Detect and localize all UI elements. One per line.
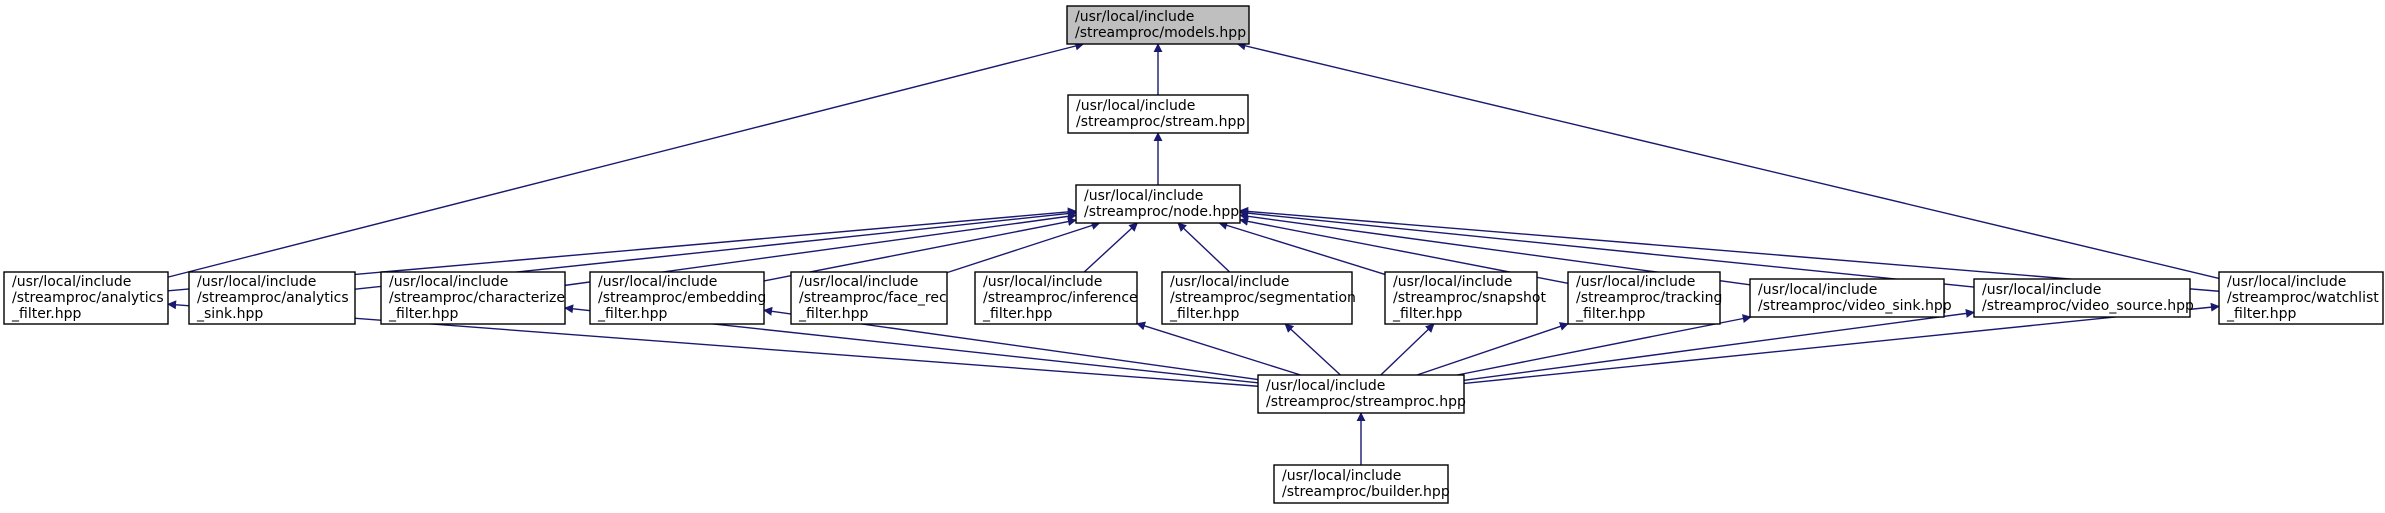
node-label-line: /usr/local/include: [1982, 282, 2101, 298]
node-label-line: /streamproc/stream.hpp: [1076, 114, 1245, 130]
node-analytics-filter[interactable]: /usr/local/include/streamproc/analytics_…: [3, 271, 169, 325]
node-box: [1273, 464, 1449, 504]
node-box: [1567, 271, 1721, 325]
node-inference-filter[interactable]: /usr/local/include/streamproc/inference_…: [974, 271, 1138, 325]
node-label-line: /streamproc/tracking: [1576, 290, 1722, 306]
node-label-line: _sink.hpp: [196, 306, 263, 322]
edge-streamproc-to-snapshot_filter: [1380, 323, 1435, 376]
node-label-line: /streamproc/analytics: [197, 290, 349, 306]
node-box: [1384, 271, 1538, 325]
node-label-line: /streamproc/characterize: [389, 290, 565, 306]
node-label-line: /usr/local/include: [1758, 282, 1877, 298]
node-video-sink[interactable]: /usr/local/include/streamproc/video_sink…: [1749, 278, 1952, 318]
node-label-line: /usr/local/include: [598, 274, 717, 290]
node-video-source[interactable]: /usr/local/include/streamproc/video_sour…: [1973, 278, 2194, 318]
node-label-line: /usr/local/include: [1393, 274, 1512, 290]
node-label-line: /usr/local/include: [799, 274, 918, 290]
node-box: [3, 271, 169, 325]
node-label-line: /streamproc/streamproc.hpp: [1266, 394, 1466, 410]
node-box: [1067, 94, 1249, 134]
node-face-rec-filter[interactable]: /usr/local/include/streamproc/face_rec_f…: [790, 271, 948, 325]
edge-streamproc-to-watchlist_filter: [1463, 302, 2220, 385]
node-label-line: /usr/local/include: [1076, 98, 1195, 114]
edge-video_source-to-node: [1239, 208, 1975, 288]
edge-inference_filter-to-node: [1083, 222, 1139, 273]
node-snapshot-filter[interactable]: /usr/local/include/streamproc/snapshot_f…: [1384, 271, 1546, 325]
node-label-line: /usr/local/include: [1266, 378, 1385, 394]
node-node[interactable]: /usr/local/include/streamproc/node.hpp: [1075, 184, 1241, 224]
node-box: [2218, 271, 2384, 325]
node-box: [790, 271, 948, 325]
node-label-line: /streamproc/analytics: [12, 290, 164, 306]
node-label-line: /usr/local/include: [389, 274, 508, 290]
node-label-line: /streamproc/watchlist: [2227, 290, 2379, 306]
node-label-line: /streamproc/face_rec: [799, 290, 947, 306]
node-watchlist-filter[interactable]: /usr/local/include/streamproc/watchlist_…: [2218, 271, 2384, 325]
edge-watchlist_filter-to-node: [1239, 206, 2220, 292]
edge-face_rec_filter-to-node: [946, 221, 1101, 274]
node-box: [1973, 278, 2191, 318]
node-label-line: /streamproc/inference: [983, 290, 1138, 306]
node-label-line: _filter.hpp: [798, 306, 868, 322]
node-box: [1257, 374, 1465, 414]
node-label-line: /streamproc/builder.hpp: [1282, 484, 1450, 500]
node-label-line: /usr/local/include: [2227, 274, 2346, 290]
node-segmentation-filter[interactable]: /usr/local/include/streamproc/segmentati…: [1161, 271, 1356, 325]
node-analytics-sink[interactable]: /usr/local/include/streamproc/analytics_…: [188, 271, 356, 325]
edge-streamproc-to-segmentation_filter: [1284, 323, 1341, 376]
node-box: [1066, 5, 1250, 45]
node-box: [1161, 271, 1353, 325]
node-label-line: _filter.hpp: [1575, 306, 1645, 322]
node-box: [380, 271, 566, 325]
edge-segmentation_filter-to-node: [1177, 222, 1231, 273]
node-characterize-filter[interactable]: /usr/local/include/streamproc/characteri…: [380, 271, 566, 325]
node-label-line: _filter.hpp: [11, 306, 81, 322]
node-label-line: /streamproc/embedding: [598, 290, 766, 306]
node-box: [1075, 184, 1241, 224]
node-label-line: /streamproc/video_sink.hpp: [1758, 298, 1952, 314]
node-box: [1749, 278, 1945, 318]
node-stream[interactable]: /usr/local/include/streamproc/stream.hpp: [1067, 94, 1249, 134]
edge-snapshot_filter-to-node: [1218, 221, 1386, 276]
node-label-line: /usr/local/include: [1075, 9, 1194, 25]
node-label-line: _filter.hpp: [1169, 306, 1239, 322]
node-label-line: /usr/local/include: [983, 274, 1102, 290]
node-box: [974, 271, 1138, 325]
node-label-line: /streamproc/node.hpp: [1084, 204, 1239, 220]
node-embedding-filter[interactable]: /usr/local/include/streamproc/embedding_…: [589, 271, 766, 325]
edge-streamproc-to-tracking_filter: [1416, 322, 1569, 376]
node-label-line: /usr/local/include: [1084, 188, 1203, 204]
node-label-line: /usr/local/include: [1282, 468, 1401, 484]
node-streamproc[interactable]: /usr/local/include/streamproc/streamproc…: [1257, 374, 1466, 414]
node-label-line: _filter.hpp: [982, 306, 1052, 322]
node-label-line: /streamproc/video_source.hpp: [1982, 298, 2194, 314]
node-box: [589, 271, 765, 325]
edge-streamproc-to-video_source: [1463, 308, 1975, 381]
edge-watchlist_filter-to-models: [1236, 41, 2220, 280]
node-models[interactable]: /usr/local/include/streamproc/models.hpp: [1066, 5, 1250, 45]
node-label-line: _filter.hpp: [597, 306, 667, 322]
file-nodes: /usr/local/include/streamproc/models.hpp…: [3, 5, 2384, 504]
node-label-line: _filter.hpp: [388, 306, 458, 322]
node-builder[interactable]: /usr/local/include/streamproc/builder.hp…: [1273, 464, 1450, 504]
node-tracking-filter[interactable]: /usr/local/include/streamproc/tracking_f…: [1567, 271, 1722, 325]
node-label-line: _filter.hpp: [1392, 306, 1462, 322]
edge-embedding_filter-to-node: [763, 217, 1077, 282]
node-label-line: /streamproc/snapshot: [1393, 290, 1546, 306]
edge-analytics_filter-to-models: [167, 41, 1085, 278]
node-label-line: /usr/local/include: [1576, 274, 1695, 290]
node-label-line: /usr/local/include: [197, 274, 316, 290]
node-label-line: /usr/local/include: [1170, 274, 1289, 290]
edge-streamproc-to-inference_filter: [1136, 321, 1301, 376]
node-label-line: /usr/local/include: [12, 274, 131, 290]
node-label-line: _filter.hpp: [2226, 306, 2296, 322]
node-label-line: /streamproc/segmentation: [1170, 290, 1356, 306]
edge-streamproc-to-video_sink: [1457, 314, 1752, 376]
node-box: [188, 271, 356, 325]
node-label-line: /streamproc/models.hpp: [1075, 25, 1246, 41]
